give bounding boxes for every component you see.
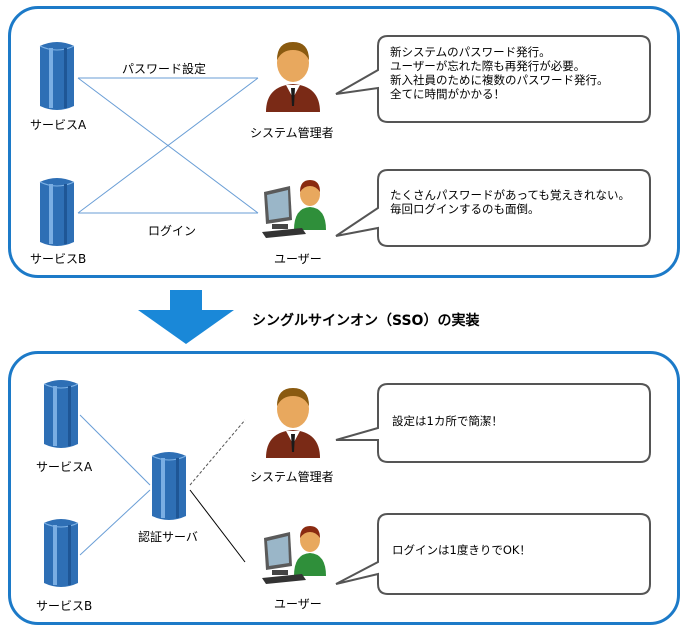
admin-speech-bubble xyxy=(335,383,651,463)
admin-label: システム管理者 xyxy=(250,470,334,484)
computer-user-icon xyxy=(262,526,326,584)
user-speech-bubble xyxy=(335,169,651,247)
server-icon xyxy=(39,178,75,246)
server-icon xyxy=(43,380,79,448)
login-label: ログイン xyxy=(148,224,197,238)
admin-label: システム管理者 xyxy=(250,126,334,140)
admin-bubble-line: 新入社員のために複数のパスワード発行。 xyxy=(390,73,609,87)
server-icon xyxy=(39,42,75,110)
down-arrow-icon xyxy=(138,290,234,344)
line-service-b-admin xyxy=(77,77,259,214)
admin-bubble-line: 全てに時間がかかる！ xyxy=(390,87,505,101)
line-service-a-auth xyxy=(79,414,151,486)
user-speech-bubble xyxy=(335,513,651,595)
admin-bubble-text: 設定は1カ所で簡潔！ xyxy=(392,414,503,428)
sso-heading: シングルサインオン（SSO）の実装 xyxy=(252,313,480,329)
businessman-icon xyxy=(266,388,320,458)
line-auth-user xyxy=(189,489,246,563)
service-b-label: サービスB xyxy=(36,599,93,613)
admin-bubble-line: 新システムのパスワード発行。 xyxy=(390,45,551,59)
user-bubble-line: たくさんパスワードがあっても覚えきれない。 xyxy=(390,188,631,202)
service-a-label: サービスA xyxy=(30,118,87,132)
admin-bubble-line: ユーザーが忘れた際も再発行が必要。 xyxy=(390,59,586,73)
businessman-icon xyxy=(266,42,320,112)
line-auth-admin xyxy=(189,419,246,486)
password-setting-label: パスワード設定 xyxy=(122,62,207,76)
computer-user-icon xyxy=(262,180,326,238)
server-icon xyxy=(43,519,79,587)
user-bubble-text: たくさんパスワードがあっても覚えきれない。 毎回ログインするのも面倒。 xyxy=(390,188,630,216)
service-b-label: サービスB xyxy=(30,252,87,266)
admin-bubble-text: 新システムのパスワード発行。 ユーザーが忘れた際も再発行が必要。 新入社員のため… xyxy=(390,45,609,101)
user-bubble-text: ログインは1度きりでOK！ xyxy=(392,543,531,557)
user-label: ユーザー xyxy=(274,252,322,266)
user-label: ユーザー xyxy=(274,597,322,611)
user-bubble-line: 毎回ログインするのも面倒。 xyxy=(390,202,540,216)
auth-server-icon xyxy=(151,452,187,520)
line-service-b-auth xyxy=(79,489,151,556)
auth-server-label: 認証サーバ xyxy=(138,530,198,544)
service-a-label: サービスA xyxy=(36,460,93,474)
admin-speech-bubble xyxy=(335,35,651,123)
